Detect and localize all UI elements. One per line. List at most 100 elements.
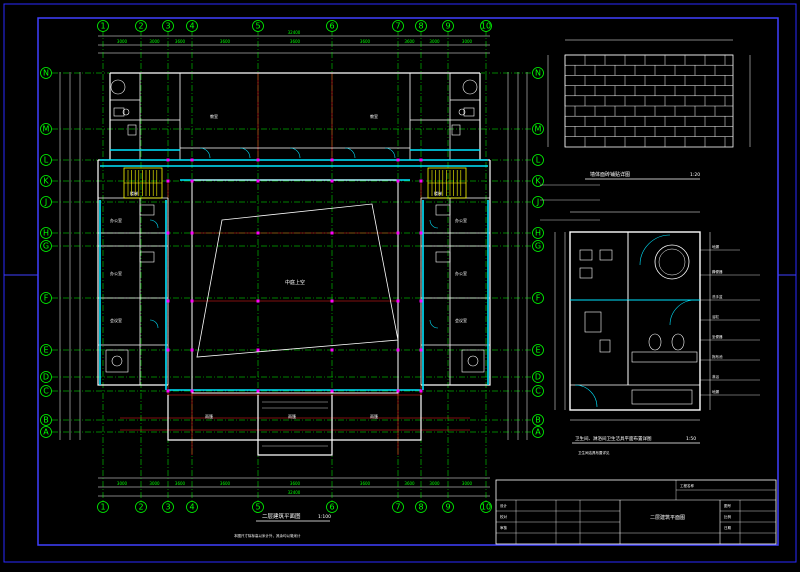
axis-label: J <box>44 198 47 207</box>
stair-label: 楼梯 <box>434 190 442 196</box>
brick-detail: 墙体面砖铺贴详图 1:20 <box>547 39 751 180</box>
axis-bubble <box>40 414 52 426</box>
axis-label: D <box>43 373 49 382</box>
dim-bay: 3000 <box>149 39 160 44</box>
room-label: 会议室 <box>455 317 467 323</box>
axis-label: H <box>43 229 49 238</box>
axis-label: N <box>535 69 541 78</box>
axis-bubble <box>40 292 52 304</box>
axis-bubble <box>392 501 404 513</box>
toilet-detail-scale: 1:50 <box>686 436 696 442</box>
stair-label: 楼梯 <box>130 190 138 196</box>
axis-label: M <box>535 125 542 134</box>
dim-bay: 3000 <box>149 481 160 486</box>
axis-label: 6 <box>329 22 334 31</box>
toilet-detail-title: 卫生间、淋浴间卫生洁具平面布置详图 <box>575 435 652 442</box>
axis-label: 4 <box>189 503 194 512</box>
brick-detail-scale: 1:20 <box>690 172 700 178</box>
sheet-frame-inner <box>37 17 779 546</box>
plan-scale: 1:100 <box>318 514 331 520</box>
axis-bubble <box>326 20 338 32</box>
axis-bubble <box>480 501 492 513</box>
toilet-annotation: 地漏 <box>712 244 720 249</box>
axis-label: J <box>536 198 539 207</box>
axis-bubble <box>532 426 544 438</box>
axis-bubble <box>135 501 147 513</box>
room-label: 会议室 <box>110 317 122 323</box>
corridor-walls <box>99 149 489 391</box>
stair-right <box>427 167 467 199</box>
dim-bay: 3600 <box>290 39 301 44</box>
axis-label: E <box>43 346 48 355</box>
title-block-label: 审核 <box>500 525 508 530</box>
brick-detail-title: 墙体面砖铺贴详图 <box>590 171 630 178</box>
toilet-annotation: 坐便器 <box>712 334 723 339</box>
axis-label: 3 <box>165 503 170 512</box>
dim-bay: 3000 <box>462 481 473 486</box>
axis-bubble <box>532 385 544 397</box>
axis-bubble <box>532 175 544 187</box>
axis-label: K <box>43 177 49 186</box>
atrium-roof-outline <box>196 203 399 358</box>
axis-bubble <box>40 385 52 397</box>
axis-label: E <box>535 346 540 355</box>
axis-label: 6 <box>329 503 334 512</box>
dimensions-top <box>98 35 490 54</box>
axis-label: 2 <box>138 503 143 512</box>
room-label: 办公室 <box>110 270 122 276</box>
axis-bubble <box>40 175 52 187</box>
axis-bubble <box>532 123 544 135</box>
axis-bubble <box>97 501 109 513</box>
axis-bubble <box>97 20 109 32</box>
dim-total-bottom: 32400 <box>288 490 301 495</box>
dim-total-top: 32400 <box>288 30 301 35</box>
room-label: 教室 <box>370 113 378 119</box>
axis-bubble <box>442 20 454 32</box>
axis-bubble <box>532 196 544 208</box>
axis-bubble <box>40 344 52 356</box>
title-block-label: 校对 <box>500 514 508 519</box>
axis-label: M <box>43 125 50 134</box>
axis-label: C <box>535 387 541 396</box>
toilet-annotation: 洗手盆 <box>712 294 723 299</box>
axis-bubble <box>532 67 544 79</box>
room-label: 教室 <box>210 113 218 119</box>
canopy-label: 雨篷 <box>288 413 296 419</box>
exterior-walls <box>97 72 491 456</box>
footer-note: 本图尺寸除标高以米计外，其余均以毫米计 <box>234 533 301 538</box>
axis-bubble <box>480 20 492 32</box>
axis-label: B <box>535 416 541 425</box>
axis-bubble <box>40 154 52 166</box>
toilet-fixtures <box>105 79 485 373</box>
title-block-label: 设计 <box>500 503 508 508</box>
axis-bubble <box>40 227 52 239</box>
axis-label: 8 <box>418 22 423 31</box>
dim-bay: 3600 <box>220 39 231 44</box>
toilet-annotation: 淋浴 <box>712 374 720 379</box>
title-block-label: 工程名称 <box>680 483 694 488</box>
title-block-label: 图号 <box>724 503 732 508</box>
dim-bay: 3600 <box>175 481 186 486</box>
title-block-label: 日期 <box>724 525 732 530</box>
axis-bubble <box>415 20 427 32</box>
dim-bay: 3000 <box>462 39 473 44</box>
grid-axes-vertical <box>102 30 487 505</box>
axis-bubble <box>532 227 544 239</box>
axis-label: D <box>535 373 541 382</box>
atrium-label: 中庭上空 <box>285 279 305 286</box>
interior-walls <box>98 73 490 385</box>
axis-label: 1 <box>100 22 105 31</box>
dim-bay: 3000 <box>117 39 128 44</box>
title-block-drawing-name: 二层建筑平面图 <box>650 514 685 521</box>
dim-bay: 3000 <box>429 39 440 44</box>
canopy-label: 雨篷 <box>205 413 213 419</box>
axis-bubble <box>162 501 174 513</box>
axis-bubble <box>186 20 198 32</box>
axis-label: G <box>43 242 49 251</box>
axis-bubble <box>532 344 544 356</box>
axis-bubble <box>252 501 264 513</box>
axis-bubble <box>40 240 52 252</box>
